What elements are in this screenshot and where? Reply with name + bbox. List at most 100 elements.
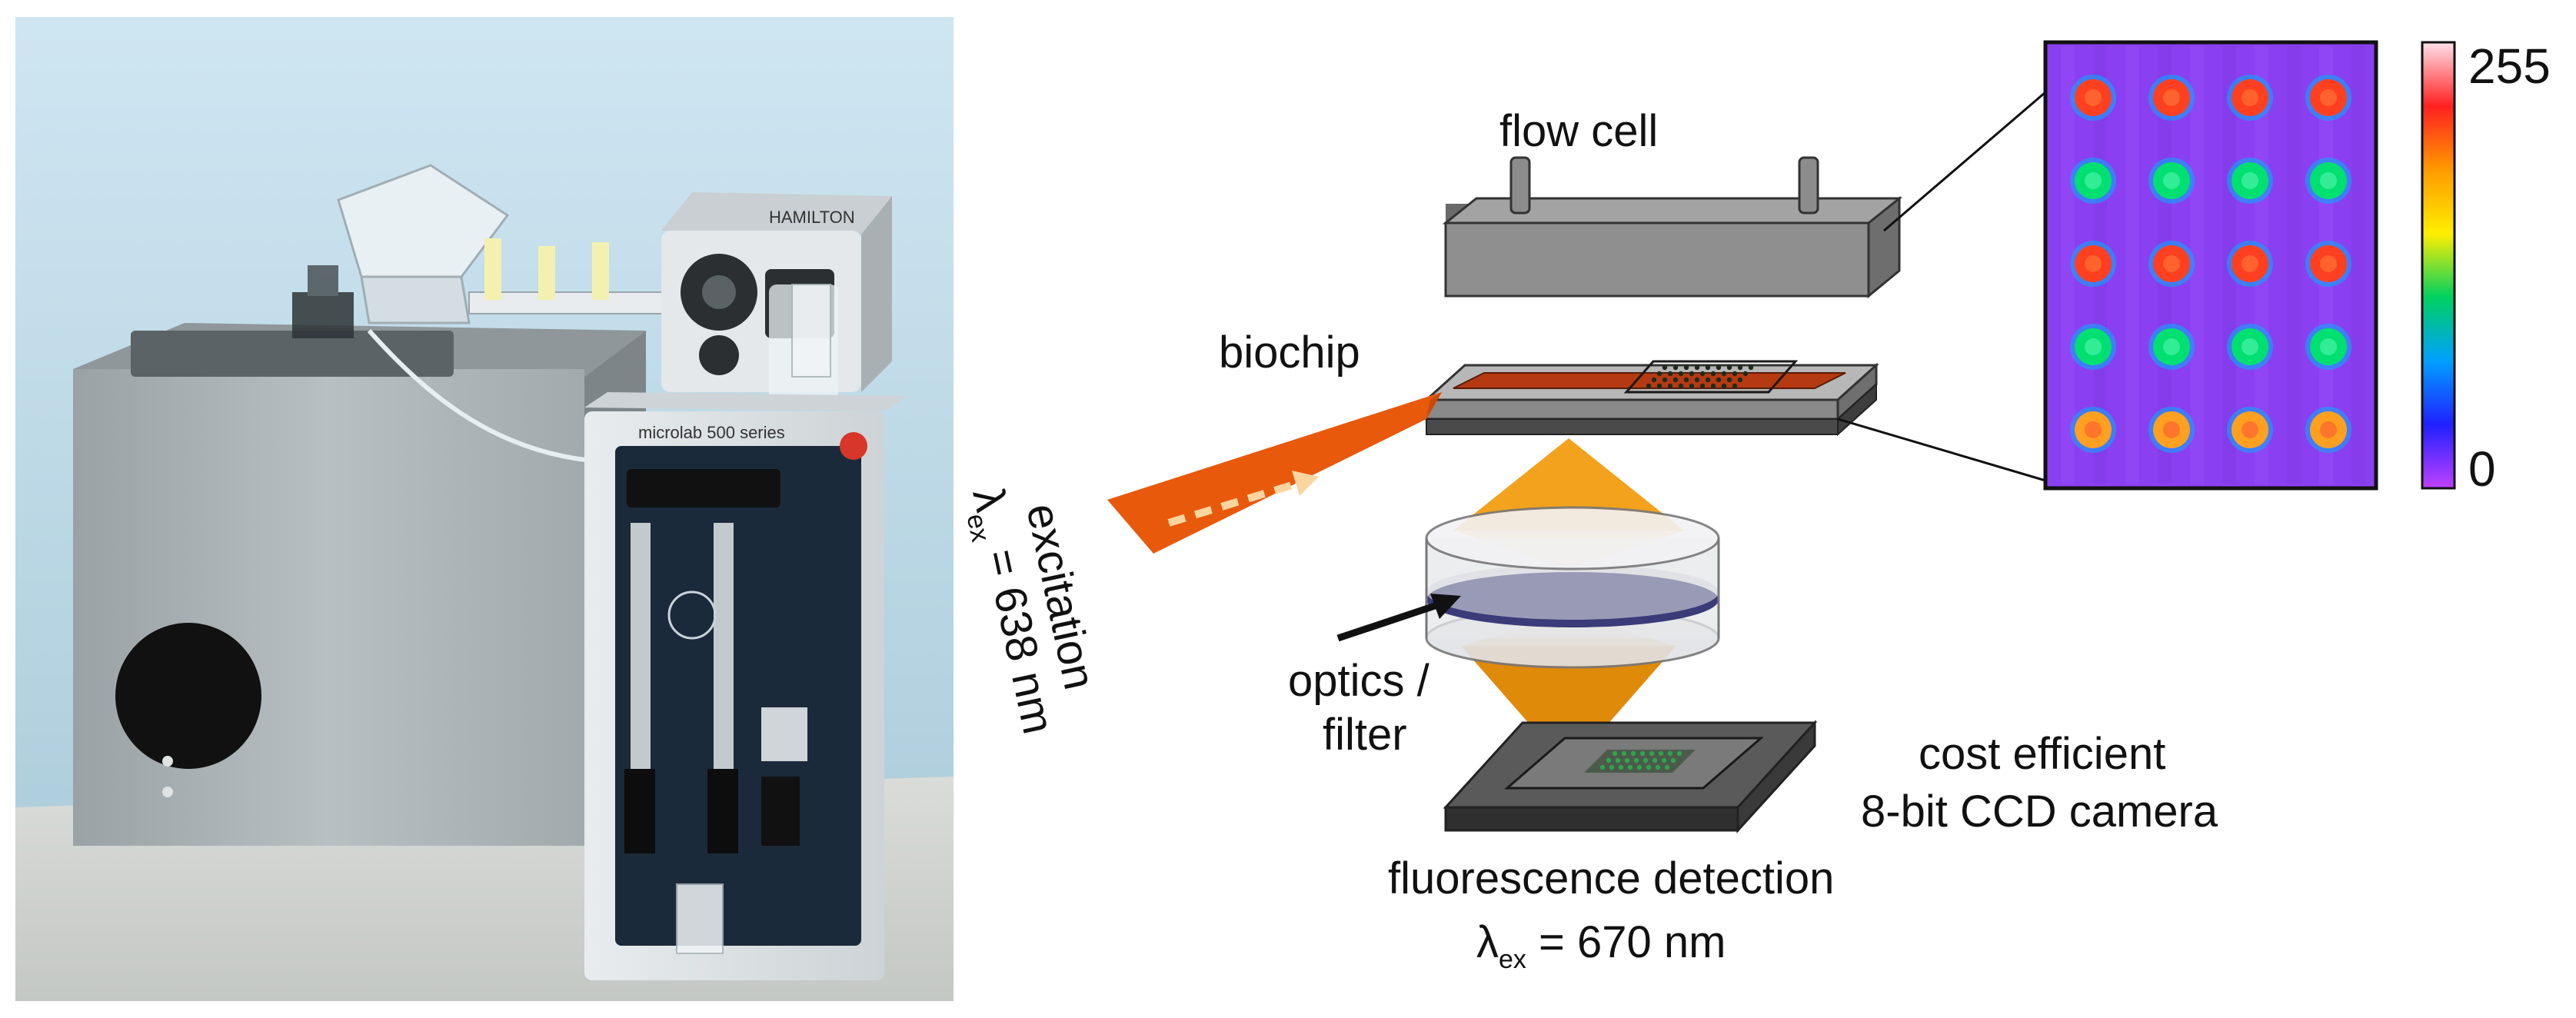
array-dot (1656, 371, 1662, 377)
colorbar-min-label: 0 (2468, 441, 2496, 497)
spot-image-stripe (2190, 46, 2204, 484)
detection-label: fluorescence detection (1388, 853, 1834, 903)
array-dot (1621, 750, 1627, 757)
peristaltic-pump: HAMILTON (661, 192, 892, 408)
array-dot (1672, 364, 1679, 371)
array-dot (1656, 383, 1662, 389)
array-dot (1732, 383, 1738, 389)
spot-image-stripe (2061, 46, 2075, 484)
spot-image-stripe (2287, 46, 2301, 484)
array-dot (1627, 764, 1633, 770)
flow-cell-label: flow cell (1499, 106, 1658, 156)
array-dot (1646, 764, 1652, 770)
spot-image-stripe (2125, 46, 2139, 484)
array-dot (1649, 750, 1655, 757)
instrument-photo: HAMILTON microlab 500 series (15, 17, 954, 1001)
spot-core (2163, 255, 2180, 272)
array-dot (1721, 383, 1727, 389)
optics-label: optics / (1288, 656, 1430, 706)
array-dot (1664, 764, 1670, 770)
array-dot (1612, 750, 1618, 757)
spot-core (2320, 89, 2337, 106)
reader-port (115, 623, 261, 769)
array-dot (1636, 764, 1642, 770)
spot-image-stripe (2351, 46, 2365, 484)
syringe-dispenser: microlab 500 series (584, 284, 907, 980)
spot-core (2163, 421, 2180, 438)
array-dot (1639, 750, 1646, 757)
array-dot (1646, 383, 1652, 389)
array-dot (1683, 364, 1689, 371)
zoom-line-bottom (1837, 418, 2046, 482)
optics-filter (1425, 506, 1720, 669)
array-dot (1699, 371, 1706, 377)
spot-core (2163, 172, 2180, 189)
emission-cone-top (1453, 438, 1684, 531)
optics-arrow (1336, 594, 1461, 642)
biochip-channel (1453, 372, 1846, 389)
array-dot (1716, 377, 1722, 383)
array-dot (1655, 764, 1661, 770)
excitation-beam-shape (1107, 392, 1442, 554)
array-dot (1624, 757, 1630, 764)
array-dot (1662, 377, 1668, 383)
spot-core (2163, 338, 2180, 355)
spot-core (2085, 338, 2102, 355)
spot-core (2320, 255, 2337, 272)
array-dot (1651, 377, 1657, 383)
spot-grid (2070, 75, 2351, 453)
biochip (1423, 360, 1879, 437)
array-dot (1661, 757, 1667, 764)
biochip-spot-grid (1646, 364, 1754, 389)
filter-label: filter (1323, 710, 1407, 760)
setup-diagram: flow cell biochip excitation λex = 638 n… (961, 38, 2551, 974)
biochip-label: biochip (1219, 328, 1360, 378)
spot-core (2242, 89, 2258, 106)
array-dot (1676, 750, 1682, 757)
array-dot (1662, 364, 1668, 371)
spot-core (2163, 89, 2180, 106)
spot-core (2320, 338, 2337, 355)
ccd-camera (1443, 720, 1818, 833)
array-dot (1716, 364, 1722, 371)
array-dot (1606, 757, 1612, 764)
array-dot (1710, 383, 1716, 389)
emission-cone-bottom (1461, 646, 1676, 769)
array-dot (1678, 383, 1684, 389)
array-dot (1618, 764, 1624, 770)
dispenser-brand: microlab 500 series (638, 423, 785, 442)
array-dot (1694, 377, 1700, 383)
array-dot (1726, 364, 1732, 371)
spot-core (2085, 255, 2102, 272)
ccd-spot-grid (1599, 750, 1682, 770)
flow-cell (1442, 156, 1903, 299)
intensity-colorbar: 255 0 (2421, 38, 2551, 497)
array-dot (1748, 364, 1754, 371)
spot-core (2242, 421, 2258, 438)
spot-core (2085, 421, 2102, 438)
spot-core (2320, 421, 2337, 438)
array-dot (1732, 371, 1738, 377)
array-dot (1652, 757, 1658, 764)
zoom-line-top (1883, 91, 2046, 232)
array-dot (1672, 377, 1679, 383)
array-dot (1642, 757, 1649, 764)
detection-wavelength: λex = 670 nm (1476, 917, 1726, 974)
array-dot (1667, 750, 1673, 757)
array-dot (1705, 377, 1711, 383)
array-dot (1737, 377, 1743, 383)
array-dot (1667, 383, 1673, 389)
array-dot (1742, 371, 1749, 377)
colorbar-max-label: 255 (2468, 38, 2551, 94)
tube-rack (367, 238, 685, 464)
array-dot (1633, 757, 1639, 764)
array-dot (1689, 371, 1695, 377)
colorbar-scale (2421, 41, 2456, 490)
array-dot (1710, 371, 1716, 377)
array-dot (1726, 377, 1732, 383)
array-dot (1667, 371, 1673, 377)
array-dot (1678, 371, 1684, 377)
biochip-readout-window (1623, 360, 1799, 394)
array-dot (1609, 764, 1615, 770)
